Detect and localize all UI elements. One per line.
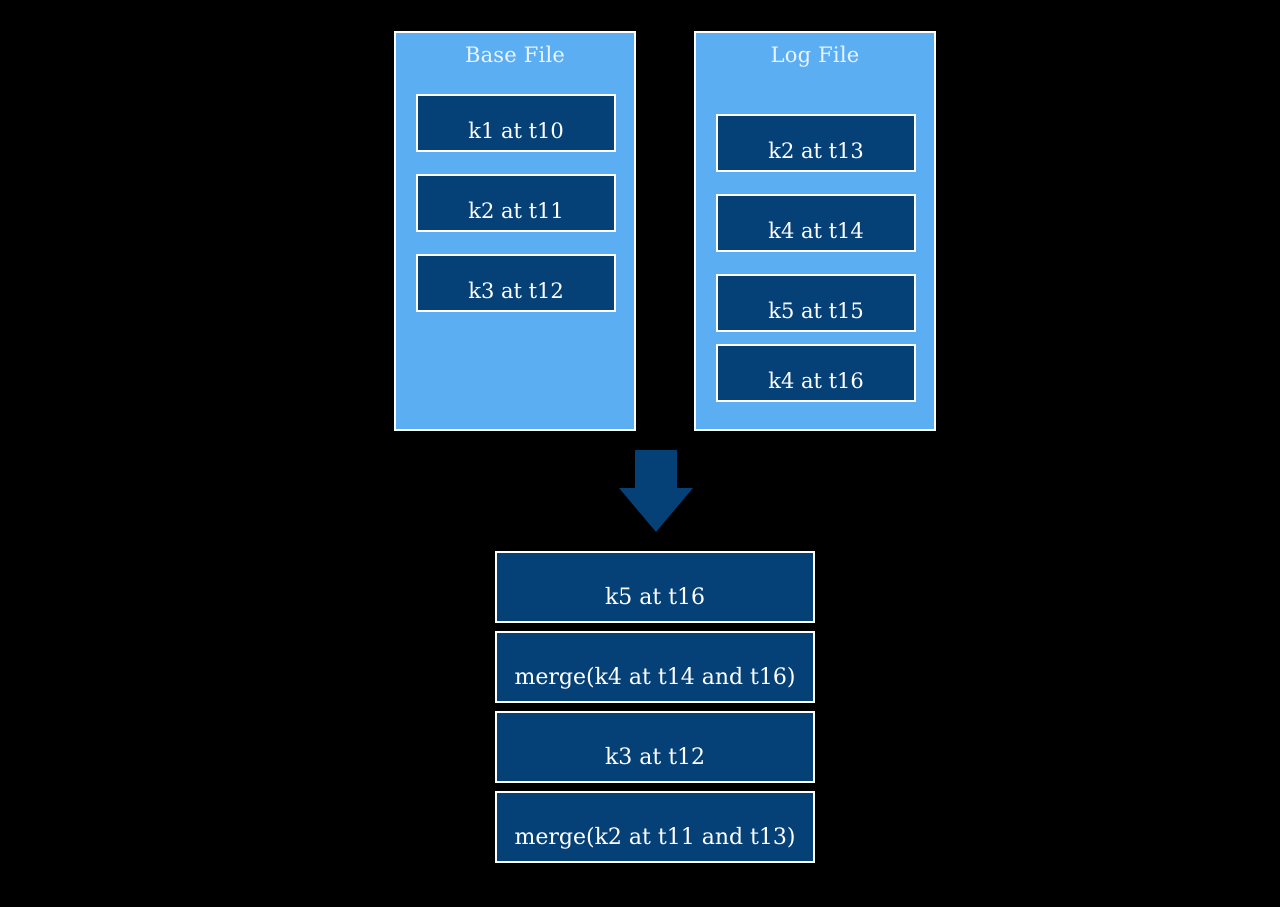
merged-result-row: merge(k4 at t14 and t16) (495, 631, 815, 703)
log-file-record: k4 at t14 (716, 194, 916, 252)
merged-result-label: merge(k4 at t14 and t16) (514, 665, 796, 690)
base-file-record: k3 at t12 (416, 254, 616, 312)
log-file-record-label: k4 at t14 (768, 219, 864, 243)
log-file-record: k2 at t13 (716, 114, 916, 172)
merged-result-row: k5 at t16 (495, 551, 815, 623)
merged-result-row: k3 at t12 (495, 711, 815, 783)
log-file-record-label: k5 at t15 (768, 299, 864, 323)
base-file-record: k2 at t11 (416, 174, 616, 232)
merge-arrow-down-icon (619, 450, 693, 532)
base-file-title: Base File (464, 43, 566, 67)
base-file-record: k1 at t10 (416, 94, 616, 152)
base-file-record-label: k1 at t10 (468, 119, 564, 143)
merged-result-label: k5 at t16 (604, 585, 706, 610)
log-file-record-label: k4 at t16 (768, 369, 864, 393)
log-file-record: k5 at t15 (716, 274, 916, 332)
log-file-record-label: k2 at t13 (768, 139, 864, 163)
merged-result-stack: k5 at t16 merge(k4 at t14 and t16) k3 at… (495, 551, 815, 871)
base-file-panel: Base File k1 at t10 k2 at t11 k3 at t12 (394, 31, 636, 431)
base-file-record-label: k2 at t11 (468, 199, 564, 223)
merged-result-row: merge(k2 at t11 and t13) (495, 791, 815, 863)
merged-result-label: k3 at t12 (604, 745, 706, 770)
base-file-record-label: k3 at t12 (468, 279, 564, 303)
log-file-panel: Log File k2 at t13 k4 at t14 k5 at t15 k… (694, 31, 936, 431)
log-file-title: Log File (770, 43, 860, 67)
merged-result-label: merge(k2 at t11 and t13) (514, 825, 796, 850)
log-file-record: k4 at t16 (716, 344, 916, 402)
